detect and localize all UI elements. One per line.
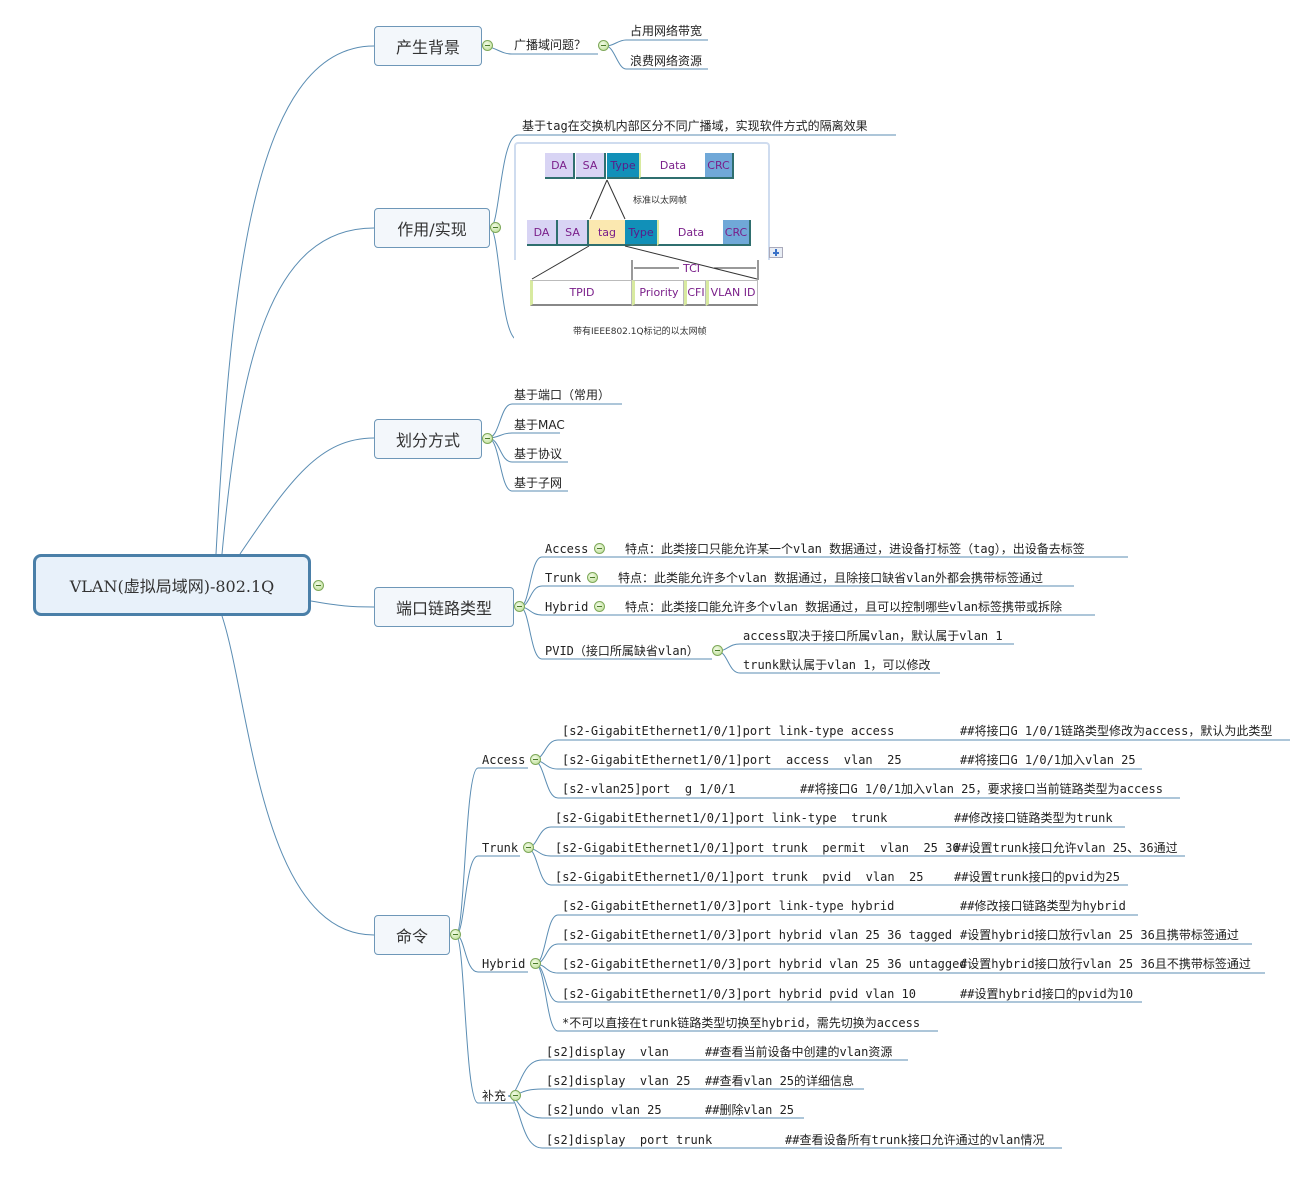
command-text[interactable]: [s2]display vlan 25 xyxy=(546,1074,691,1088)
frame-field-crc: CRC xyxy=(705,153,734,179)
command-note: ##设置trunk接口允许vlan 25、36通过 xyxy=(954,841,1178,855)
image-frame-border xyxy=(514,142,770,260)
command-note: ##将接口G 1/0/1链路类型修改为access，默认为此类型 xyxy=(960,724,1273,738)
command-group-supplement[interactable]: 补充 xyxy=(482,1089,507,1103)
command-text[interactable]: [s2-vlan25]port g 1/0/1 xyxy=(562,782,736,796)
pvid-topic[interactable]: PVID（接口所属缺省vlan） xyxy=(545,644,699,658)
tagged-field-sa: SA xyxy=(558,220,589,246)
collapse-icon[interactable] xyxy=(450,929,461,940)
command-text[interactable]: [s2-GigabitEthernet1/0/1]port trunk perm… xyxy=(555,841,960,855)
topic-port-types[interactable]: 端口链路类型 xyxy=(374,587,514,627)
topic-division[interactable]: 划分方式 xyxy=(374,419,482,459)
command-note: ##查看vlan 25的详细信息 xyxy=(705,1074,855,1088)
command-text[interactable]: [s2]display vlan xyxy=(546,1045,669,1059)
tci-label: TCI xyxy=(683,262,700,275)
subtopic-broadcast-domain[interactable]: 广播域问题？ xyxy=(514,38,587,52)
leaf-item[interactable]: 基于子网 xyxy=(514,476,563,490)
std-frame-caption: 标准以太网帧 xyxy=(633,196,688,206)
root-title: VLAN(虚拟局域网)-802.1Q xyxy=(69,577,275,596)
leaf-item[interactable]: trunk默认属于vlan 1，可以修改 xyxy=(743,658,931,672)
command-text[interactable]: [s2-GigabitEthernet1/0/3]port hybrid pvi… xyxy=(562,987,917,1001)
port-type-hybrid[interactable]: Hybrid xyxy=(545,600,589,614)
collapse-icon[interactable] xyxy=(482,40,493,51)
collapse-icon[interactable] xyxy=(594,543,605,554)
port-type-desc[interactable]: 特点：此类接口能允许多个vlan 数据通过，且可以控制哪些vlan标签携带或拆除 xyxy=(625,600,1063,614)
tagged-field-tag: tag xyxy=(589,220,625,246)
topic-background[interactable]: 产生背景 xyxy=(374,26,482,66)
collapse-icon[interactable] xyxy=(313,580,324,591)
command-note: ##查看当前设备中创建的vlan资源 xyxy=(705,1045,893,1059)
topic-label: 产生背景 xyxy=(395,38,460,57)
command-note: ##查看设备所有trunk接口允许通过的vlan情况 xyxy=(785,1133,1045,1147)
port-type-desc[interactable]: 特点：此类接口只能允许某一个vlan 数据通过，进设备打标签（tag），出设备去… xyxy=(625,542,1085,556)
function-description[interactable]: 基于tag在交换机内部区分不同广播域，实现软件方式的隔离效果 xyxy=(522,119,868,133)
port-type-access[interactable]: Access xyxy=(545,542,589,556)
command-text[interactable]: [s2-GigabitEthernet1/0/3]port hybrid vla… xyxy=(562,957,967,971)
command-group-trunk[interactable]: Trunk xyxy=(482,841,519,855)
tagged-field-type: Type xyxy=(625,220,657,246)
collapse-icon[interactable] xyxy=(530,958,541,969)
topic-commands[interactable]: 命令 xyxy=(374,915,450,955)
command-group-hybrid[interactable]: Hybrid xyxy=(482,957,526,971)
frame-field-da: DA xyxy=(545,153,575,179)
leaf-item[interactable]: 基于端口（常用） xyxy=(514,388,611,402)
frame-field-sa: SA xyxy=(576,153,606,179)
command-text[interactable]: [s2-GigabitEthernet1/0/1]port link-type … xyxy=(555,811,888,825)
collapse-icon[interactable] xyxy=(490,222,501,233)
leaf-item[interactable]: access取决于接口所属vlan，默认属于vlan 1 xyxy=(743,629,1003,643)
port-type-desc[interactable]: 特点：此类能允许多个vlan 数据通过，且除接口缺省vlan外都会携带标签通过 xyxy=(618,571,1044,585)
command-note: ##修改接口链路类型为trunk xyxy=(954,811,1113,825)
tagged-field-data: Data xyxy=(657,220,723,246)
command-group-access[interactable]: Access xyxy=(482,753,526,767)
command-note: ##设置hybrid接口的pvid为10 xyxy=(960,987,1134,1001)
tag-field-tpid: TPID xyxy=(530,280,632,306)
collapse-icon[interactable] xyxy=(523,842,534,853)
command-text[interactable]: [s2-GigabitEthernet1/0/1]port link-type … xyxy=(562,724,895,738)
command-note: ##设置trunk接口的pvid为25 xyxy=(954,870,1120,884)
tag-field-cfi: CFI xyxy=(684,280,706,306)
collapse-icon[interactable] xyxy=(587,572,598,583)
command-text[interactable]: [s2]display port trunk xyxy=(546,1133,713,1147)
tagged-field-crc: CRC xyxy=(723,220,751,246)
command-note: ##将接口G 1/0/1加入vlan 25，要求接口当前链路类型为access xyxy=(800,782,1163,796)
command-note: #设置hybrid接口放行vlan 25 36且携带标签通过 xyxy=(960,928,1239,942)
topic-function[interactable]: 作用/实现 xyxy=(374,208,490,248)
topic-label: 作用/实现 xyxy=(397,220,467,239)
frame-field-type: Type xyxy=(607,153,639,179)
expand-image-icon[interactable] xyxy=(769,247,783,258)
command-text[interactable]: [s2-GigabitEthernet1/0/3]port hybrid vla… xyxy=(562,928,953,942)
collapse-icon[interactable] xyxy=(482,433,493,444)
topic-label: 端口链路类型 xyxy=(395,599,492,618)
command-note: ##修改接口链路类型为hybrid xyxy=(960,899,1126,913)
collapse-icon[interactable] xyxy=(594,601,605,612)
frame-field-data: Data xyxy=(639,153,705,179)
command-text[interactable]: [s2-GigabitEthernet1/0/3]port link-type … xyxy=(562,899,895,913)
leaf-item[interactable]: 基于协议 xyxy=(514,447,563,461)
collapse-icon[interactable] xyxy=(530,754,541,765)
collapse-icon[interactable] xyxy=(598,40,609,51)
command-note: ##将接口G 1/0/1加入vlan 25 xyxy=(960,753,1136,767)
hybrid-warning[interactable]: *不可以直接在trunk链路类型切换至hybrid，需先切换为access xyxy=(562,1016,921,1030)
tagged-field-da: DA xyxy=(527,220,558,246)
command-text[interactable]: [s2-GigabitEthernet1/0/1]port trunk pvid… xyxy=(555,870,924,884)
command-text[interactable]: [s2-GigabitEthernet1/0/1]port access vla… xyxy=(562,753,902,767)
tagged-frame-caption: 带有IEEE802.1Q标记的以太网帧 xyxy=(573,327,707,337)
collapse-icon[interactable] xyxy=(514,601,525,612)
topic-label: 命令 xyxy=(395,927,428,946)
tag-field-vlan-id: VLAN ID xyxy=(706,280,758,306)
collapse-icon[interactable] xyxy=(510,1090,521,1101)
command-note: ##删除vlan 25 xyxy=(705,1103,795,1117)
collapse-icon[interactable] xyxy=(712,645,723,656)
topic-label: 划分方式 xyxy=(395,431,460,450)
leaf-item[interactable]: 基于MAC xyxy=(514,418,565,432)
command-note: #设置hybrid接口放行vlan 25 36且不携带标签通过 xyxy=(960,957,1251,971)
tag-field-priority: Priority xyxy=(632,280,684,306)
leaf-item[interactable]: 占用网络带宽 xyxy=(630,24,703,38)
port-type-trunk[interactable]: Trunk xyxy=(545,571,582,585)
leaf-item[interactable]: 浪费网络资源 xyxy=(630,54,703,68)
frame-expansion-lines xyxy=(531,179,759,280)
root-topic[interactable]: VLAN(虚拟局域网)-802.1Q xyxy=(33,554,311,616)
command-text[interactable]: [s2]undo vlan 25 xyxy=(546,1103,662,1117)
